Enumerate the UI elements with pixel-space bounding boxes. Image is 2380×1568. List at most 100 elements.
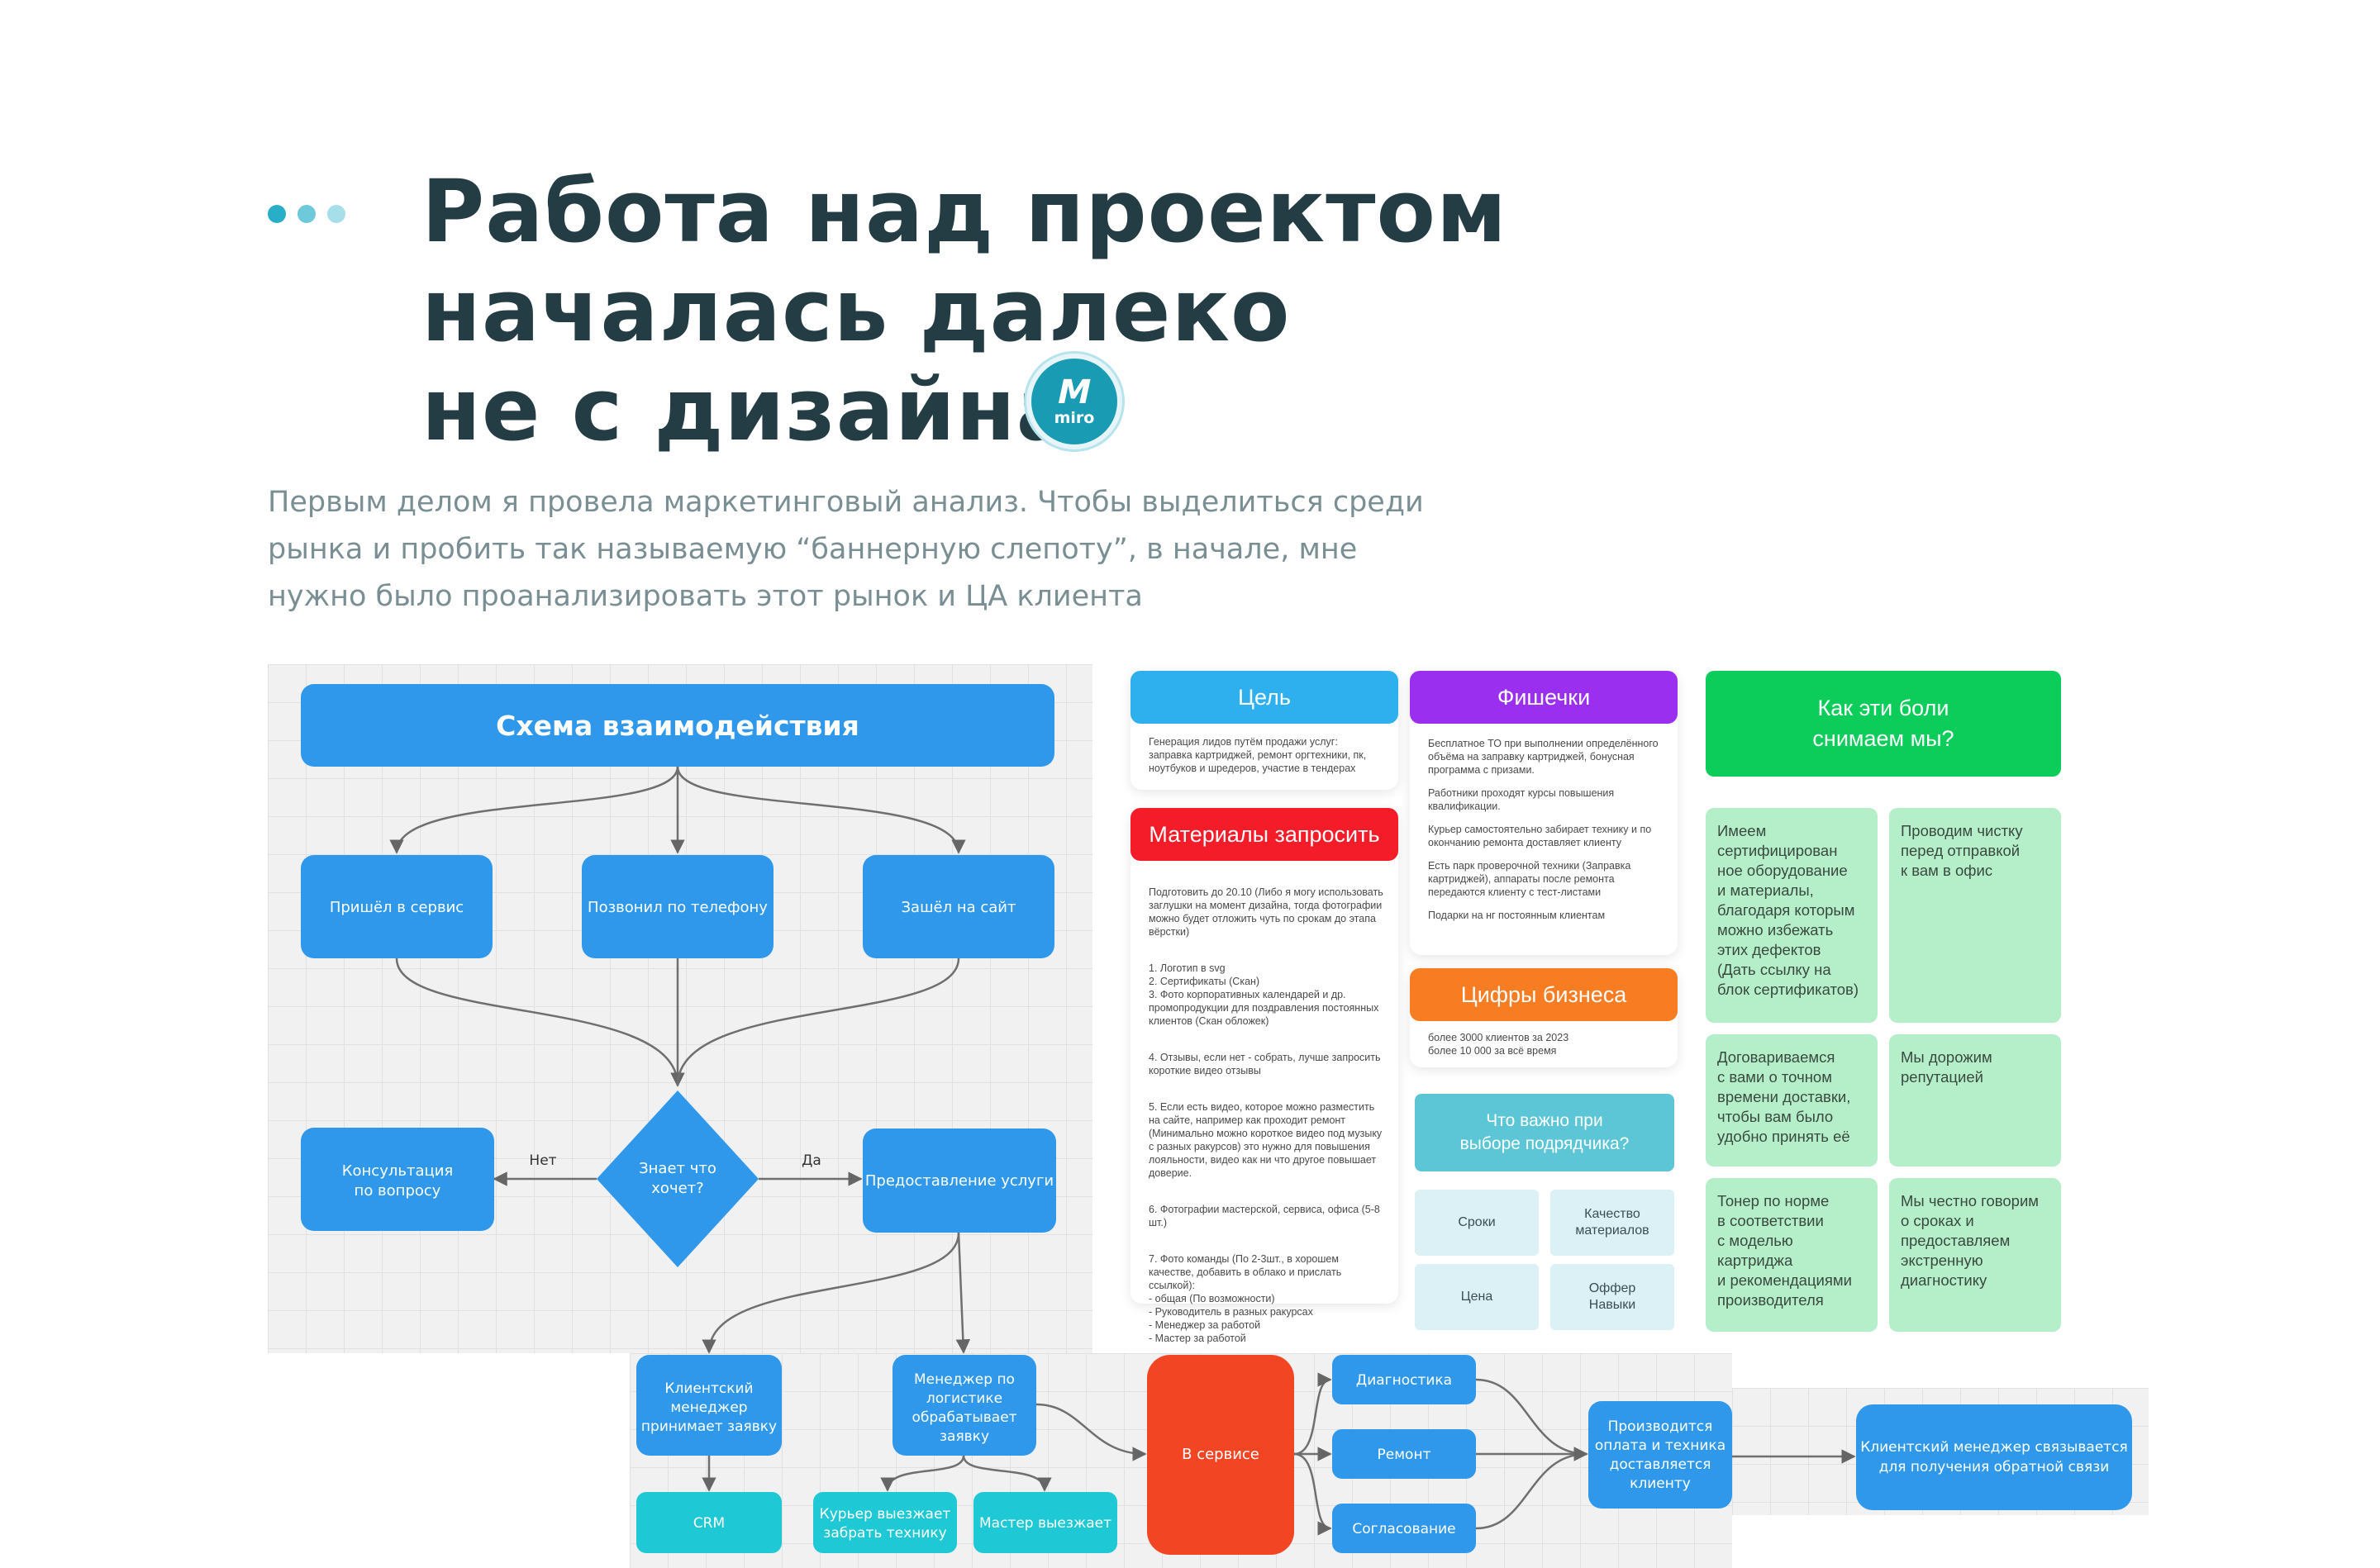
card-business-numbers: Цифры бизнеса более 3000 клиентов за 202… <box>1410 968 1678 1067</box>
title-line-1: Работа над проектом <box>421 161 1507 262</box>
node-provide-service <box>863 1128 1056 1233</box>
intro-line-1: Первым делом я провела маркетинговый ана… <box>268 486 1424 519</box>
features-item-3: Курьер самостоятельно забирает технику и… <box>1428 824 1652 848</box>
pains-title-line-1: Как эти боли <box>1817 696 1949 720</box>
materials-item-3: 4. Отзывы, если нет - собрать, лучше зап… <box>1149 1052 1381 1076</box>
node-feedback-line-1: Клиентский менеджер связывается <box>1860 1439 2128 1456</box>
pains-title-line-2: снимаем мы? <box>1812 726 1954 751</box>
node-feedback-line-2: для получения обратной связи <box>1879 1459 2110 1475</box>
card-goal-header: Цель <box>1130 671 1398 724</box>
contractor-question-line-1: Что важно при <box>1486 1111 1603 1130</box>
node-repair <box>1332 1429 1476 1479</box>
contractor-item-deadlines: Сроки <box>1415 1190 1539 1256</box>
materials-item-4: 5. Если есть видео, которое можно размес… <box>1149 1101 1383 1179</box>
features-item-1: Бесплатное ТО при выполнении определённо… <box>1428 738 1659 776</box>
node-consultation-line-1: Консультация <box>342 1162 454 1180</box>
node-payment-line-3: доставляется <box>1610 1456 1711 1473</box>
node-payment-delivery <box>1588 1401 1732 1509</box>
node-diagnostics <box>1332 1355 1476 1404</box>
miro-logo-text: miro <box>1054 409 1095 427</box>
card-features-text: Бесплатное ТО при выполнении определённо… <box>1428 737 1663 932</box>
dot-1 <box>268 205 286 223</box>
card-goal: Цель Генерация лидов путём продажи услуг… <box>1130 671 1398 790</box>
node-payment-line-2: оплата и техника <box>1595 1437 1726 1454</box>
sticky-cleaning: Проводим чистку перед отправкой к вам в … <box>1889 808 2061 1023</box>
card-business-numbers-header: Цифры бизнеса <box>1410 968 1678 1021</box>
features-item-2: Работники проходят курсы повышения квали… <box>1428 787 1615 812</box>
node-logistics-manager-line-3: обрабатывает <box>912 1409 1016 1426</box>
dot-2 <box>298 205 316 223</box>
node-in-service-label: В сервисе <box>1182 1446 1259 1463</box>
node-diagnostics-label: Диагностика <box>1356 1372 1452 1389</box>
intro-paragraph: Первым делом я провела маркетинговый ана… <box>268 479 1474 620</box>
node-client-manager-line-1: Клиентский <box>664 1380 753 1397</box>
node-feedback <box>1856 1404 2132 1510</box>
materials-item-5: 6. Фотографии мастерской, сервиса, офиса… <box>1149 1204 1380 1228</box>
decision-label-line-2: хочет? <box>651 1180 703 1197</box>
flowchart-title-box <box>301 684 1054 767</box>
node-approval-label: Согласование <box>1352 1521 1455 1537</box>
node-master <box>973 1492 1117 1553</box>
node-crm <box>636 1492 782 1553</box>
materials-item-2: 1. Логотип в svg 2. Сертификаты (Скан) 3… <box>1149 962 1379 1027</box>
node-visited-site <box>863 855 1054 958</box>
card-features: Фишечки Бесплатное ТО при выполнении опр… <box>1410 671 1678 955</box>
decision-diamond <box>597 1090 759 1267</box>
intro-line-3: нужно было проанализировать этот рынок и… <box>268 580 1143 613</box>
node-approval <box>1332 1504 1476 1553</box>
card-materials-header: Материалы запросить <box>1130 808 1398 861</box>
node-called-phone-label: Позвонил по телефону <box>588 899 768 916</box>
contractor-item-price: Цена <box>1415 1264 1539 1330</box>
node-repair-label: Ремонт <box>1378 1447 1431 1463</box>
card-features-header: Фишечки <box>1410 671 1678 724</box>
node-payment-line-4: клиенту <box>1630 1475 1691 1492</box>
title-line-2: началась далеко <box>421 260 1291 361</box>
dot-3 <box>327 205 345 223</box>
node-logistics-manager-line-4: заявку <box>940 1428 989 1445</box>
title-line-3: не с дизайна <box>421 359 1075 460</box>
node-payment-line-1: Производится <box>1608 1418 1713 1435</box>
flowchart-panel-top <box>268 664 1092 1353</box>
node-logistics-manager-line-2: логистике <box>926 1390 1002 1407</box>
decorative-dots <box>268 205 345 223</box>
flowchart-connectors <box>389 766 1856 1536</box>
node-client-manager <box>636 1355 782 1456</box>
node-master-label: Мастер выезжает <box>979 1515 1111 1532</box>
features-item-5: Подарки на нг постоянным клиентам <box>1428 910 1606 921</box>
sticky-reputation: Мы дорожим репутацией <box>1889 1034 2061 1166</box>
node-logistics-manager <box>892 1355 1036 1456</box>
node-visited-site-label: Зашёл на сайт <box>902 899 1016 916</box>
contractor-item-offer: Оффер Навыки <box>1550 1264 1674 1330</box>
node-visited-service <box>301 855 493 958</box>
node-provide-service-label: Предоставление услуги <box>865 1172 1054 1190</box>
node-courier-line-2: забрать технику <box>823 1525 946 1542</box>
node-courier <box>813 1492 957 1553</box>
edge-label-no: Нет <box>529 1152 556 1169</box>
sticky-honest-terms: Мы честно говорим о сроках и предоставля… <box>1889 1178 2061 1332</box>
node-courier-line-1: Курьер выезжает <box>820 1506 951 1523</box>
decision-label-line-1: Знает что <box>639 1160 716 1177</box>
sticky-certified-equipment: Имеем сертифицирован ное оборудование и … <box>1706 808 1878 1023</box>
features-item-4: Есть парк проверочной техники (Заправка … <box>1428 860 1631 898</box>
node-client-manager-line-2: менеджер <box>670 1399 747 1416</box>
node-consultation <box>301 1128 494 1231</box>
flowchart-title: Схема взаимодействия <box>496 710 859 742</box>
materials-item-6: 7. Фото команды (По 2-3шт., в хорошем ка… <box>1149 1253 1342 1344</box>
contractor-question: Что важно при выборе подрядчика? <box>1415 1094 1674 1171</box>
edge-label-yes: Да <box>802 1152 821 1169</box>
node-visited-service-label: Пришёл в сервис <box>330 899 464 916</box>
card-goal-text: Генерация лидов путём продажи услуг: зап… <box>1149 736 1367 774</box>
node-in-service <box>1147 1355 1294 1555</box>
pains-title: Как эти боли снимаем мы? <box>1706 671 2061 777</box>
node-crm-label: CRM <box>693 1515 725 1532</box>
contractor-question-line-2: выборе подрядчика? <box>1459 1134 1630 1153</box>
card-materials: Материалы запросить Подготовить до 20.10… <box>1130 808 1398 1344</box>
sticky-toner: Тонер по норме в соответствии с моделью … <box>1706 1178 1878 1332</box>
card-business-numbers-text: более 3000 клиентов за 2023 более 10 000… <box>1428 1032 1569 1057</box>
node-consultation-line-2: по вопросу <box>355 1182 441 1200</box>
materials-item-1: Подготовить до 20.10 (Либо я могу исполь… <box>1149 886 1383 938</box>
node-logistics-manager-line-1: Менеджер по <box>914 1371 1015 1388</box>
node-called-phone <box>582 855 774 958</box>
contractor-item-quality: Качество материалов <box>1550 1190 1674 1256</box>
